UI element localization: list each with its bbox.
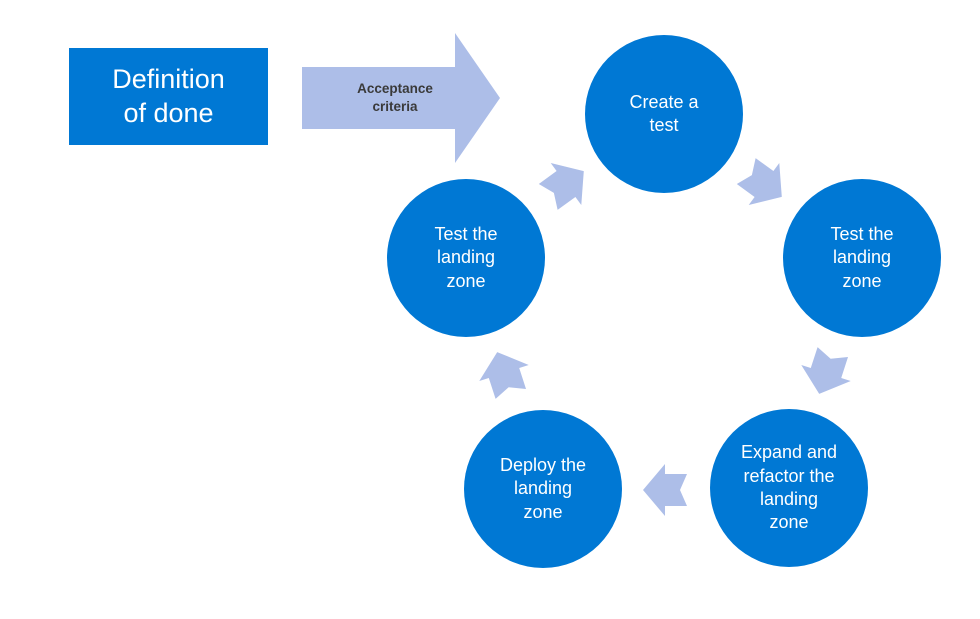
cycle-arrow-test-to-expand — [794, 344, 857, 402]
acceptance-criteria-arrow: Acceptance criteria — [302, 33, 500, 163]
definition-of-done-box: Definition of done — [69, 48, 268, 145]
cycle-step-label: Test the landing zone — [434, 223, 498, 291]
cycle-step-create-a-test: Create a test — [585, 35, 743, 193]
right-arrow-icon — [302, 33, 500, 163]
cycle-arrow-test-to-create — [533, 150, 599, 218]
notched-arrow-shape — [479, 352, 529, 399]
notched-arrow-shape — [736, 158, 782, 206]
notched-arrow-shape — [538, 162, 584, 210]
notched-arrow-icon — [801, 347, 851, 394]
right-arrow-shape — [302, 33, 500, 163]
cycle-arrow-create-to-test — [731, 150, 797, 218]
notched-arrow-shape — [643, 464, 687, 516]
notched-arrow-icon — [643, 464, 687, 516]
acceptance-criteria-label: Acceptance criteria — [357, 81, 433, 114]
cycle-step-deploy-landing-zone: Deploy the landing zone — [464, 410, 622, 568]
cycle-step-test-landing-zone-right: Test the landing zone — [783, 179, 941, 337]
notched-arrow-shape — [801, 347, 851, 394]
cycle-step-label: Deploy the landing zone — [499, 454, 587, 522]
cycle-step-label: Expand and refactor the landing zone — [740, 442, 838, 533]
definition-of-done-label: Definition of done — [112, 63, 225, 128]
cycle-step-label: Test the landing zone — [830, 223, 894, 291]
cycle-arrow-expand-to-deploy — [643, 464, 687, 516]
notched-arrow-icon — [736, 158, 782, 206]
cycle-arrow-deploy-to-test — [472, 344, 535, 402]
cycle-step-test-landing-zone-left: Test the landing zone — [387, 179, 545, 337]
notched-arrow-icon — [538, 162, 584, 210]
notched-arrow-icon — [479, 352, 529, 399]
cycle-step-expand-refactor-landing-zone: Expand and refactor the landing zone — [710, 409, 868, 567]
cycle-step-label: Create a test — [629, 91, 699, 135]
